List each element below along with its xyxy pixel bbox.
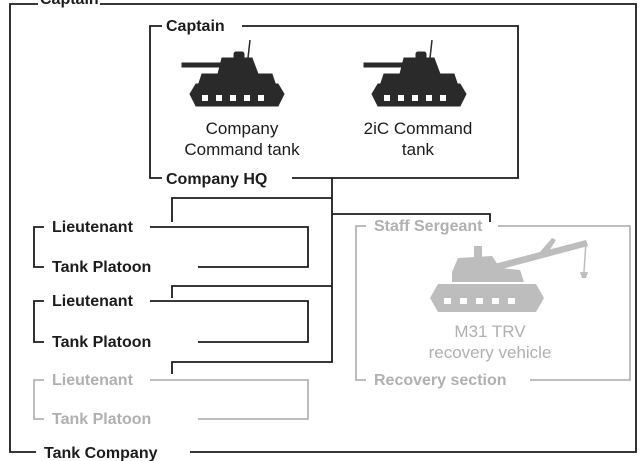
- platoon-1-leader: Lieutenant: [52, 219, 134, 236]
- tank1-caption-line1: Company: [206, 119, 279, 138]
- tank-icon: [181, 39, 285, 107]
- platoon-3-leader: Lieutenant: [52, 372, 134, 389]
- company-hq-label: Company HQ: [166, 171, 267, 188]
- platoon-2-bracket: [33, 300, 309, 343]
- company-bracket: [9, 3, 637, 453]
- platoon-3-bracket: [33, 379, 309, 420]
- recovery-vehicle-icon: [430, 238, 588, 312]
- tank2-caption-line2: tank: [402, 140, 435, 159]
- recovery-leader: Staff Sergeant: [374, 218, 483, 235]
- hq-captain-label: Captain: [166, 18, 225, 35]
- recovery-bracket: [355, 225, 631, 381]
- platoon-2-leader: Lieutenant: [52, 293, 134, 310]
- platoon-2-unit: Tank Platoon: [52, 334, 151, 351]
- tank1-caption-line2: Command tank: [184, 140, 300, 159]
- platoon-3-unit: Tank Platoon: [52, 411, 151, 428]
- platoon-1-unit: Tank Platoon: [52, 259, 151, 276]
- recovery-vehicle-line1: M31 TRV: [454, 322, 526, 341]
- hq-bracket: [149, 25, 519, 179]
- tank2-caption-line1: 2iC Command: [364, 119, 473, 138]
- company-label: Tank Company: [44, 445, 158, 461]
- recovery-section-label: Recovery section: [374, 372, 507, 389]
- tank-icon: [363, 39, 467, 107]
- hq-connectors: [171, 178, 491, 374]
- platoon-1-bracket: [33, 226, 309, 268]
- recovery-vehicle-line2: recovery vehicle: [429, 343, 552, 362]
- company-top-label: Captain: [40, 0, 99, 8]
